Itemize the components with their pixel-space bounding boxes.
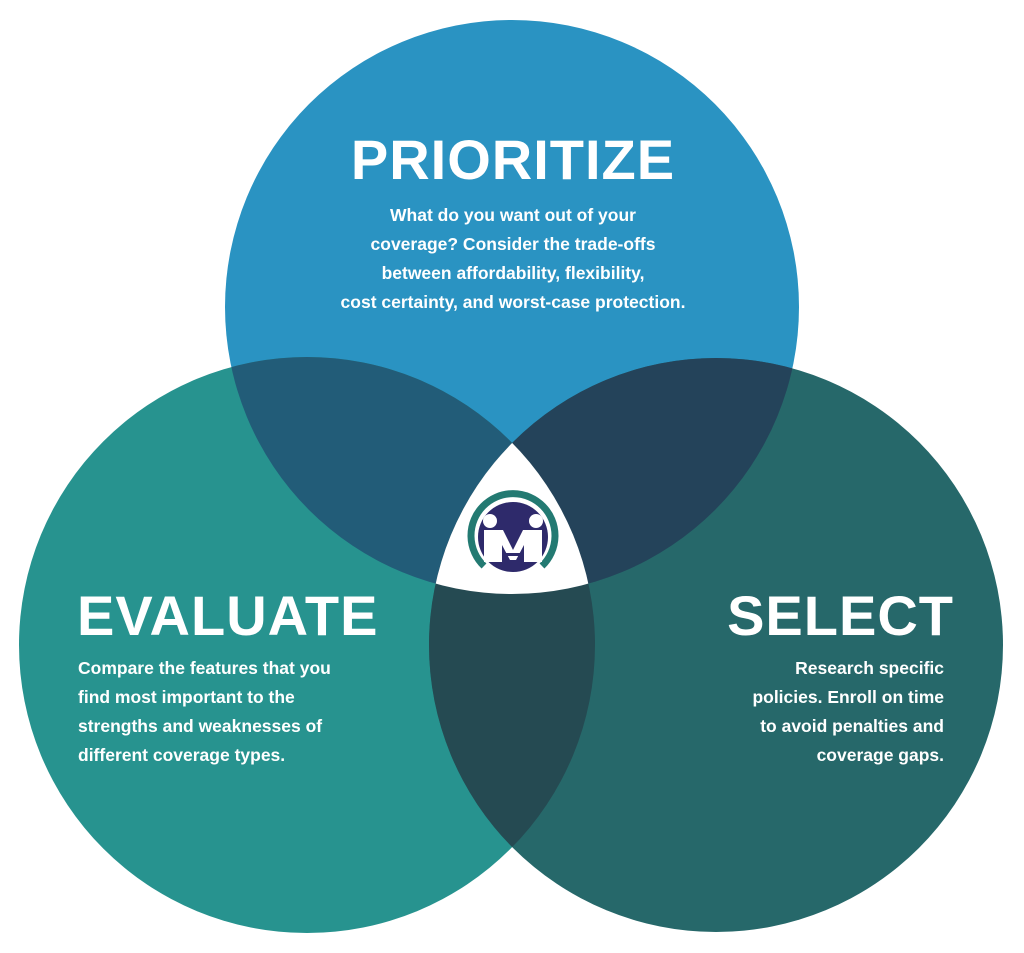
m-people-logo-icon (467, 490, 559, 572)
prioritize-desc-line: cost certainty, and worst-case protectio… (340, 292, 686, 312)
evaluate-desc-line: different coverage types. (78, 745, 286, 765)
select-desc-line: coverage gaps. (816, 745, 944, 765)
prioritize-desc-line: coverage? Consider the trade-offs (370, 234, 656, 254)
evaluate-title: EVALUATE (77, 584, 379, 647)
select-desc-line: Research specific (795, 658, 944, 678)
prioritize-select-overlap (429, 358, 799, 594)
evaluate-desc-line: find most important to the (78, 687, 295, 707)
select-desc-line: policies. Enroll on time (752, 687, 944, 707)
prioritize-desc-line: between affordability, flexibility, (381, 263, 645, 283)
evaluate-desc-line: Compare the features that you (78, 658, 331, 678)
evaluate-desc-line: strengths and weaknesses of (78, 716, 323, 736)
prioritize-desc-line: What do you want out of your (390, 205, 636, 225)
select-desc-line: to avoid penalties and (760, 716, 944, 736)
evaluate-description: Compare the features that you find most … (78, 654, 388, 770)
prioritize-evaluate-overlap (225, 357, 595, 594)
prioritize-description: What do you want out of your coverage? C… (280, 201, 746, 317)
select-title: SELECT (727, 584, 954, 647)
prioritize-title: PRIORITIZE (350, 128, 676, 191)
select-description: Research specific policies. Enroll on ti… (684, 654, 944, 770)
